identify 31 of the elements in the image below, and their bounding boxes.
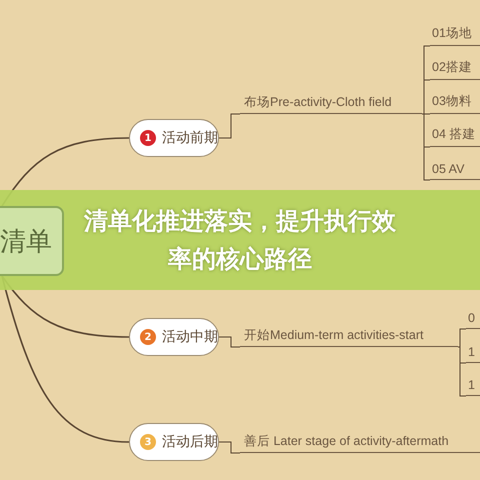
connector-line	[458, 328, 466, 348]
branch-topic	[240, 431, 480, 453]
connector-line	[218, 442, 240, 454]
phase-pill	[129, 318, 219, 356]
number-badge: 3	[140, 434, 156, 450]
number-badge: 1	[140, 130, 156, 146]
node-text: 02搭建	[432, 59, 472, 76]
root-node-box	[0, 206, 64, 276]
node-text: 04 搭建	[432, 126, 476, 143]
node-text: 1	[468, 345, 475, 359]
node-text: 1	[468, 378, 475, 392]
node-text: 活动后期	[162, 433, 218, 451]
connector-line	[218, 114, 240, 138]
phase-pill	[129, 423, 219, 461]
node-text: 活动前期	[162, 129, 218, 147]
node-text: 布场Pre-activity-Cloth field	[244, 94, 392, 111]
node-text: 0	[468, 311, 475, 325]
phase-pill	[129, 119, 219, 157]
node-text: 05 AV	[432, 162, 464, 176]
connector-line	[422, 114, 430, 180]
node-text: 活动中期	[162, 328, 218, 346]
node-text: 开始Medium-term activities-start	[244, 327, 424, 344]
number-badge: 2	[140, 329, 156, 345]
connector-line	[218, 336, 240, 348]
title-text: 清单化推进落实，提升执行效率的核心路径	[82, 206, 397, 275]
node-text: 03物料	[432, 93, 472, 110]
connector-line	[422, 80, 430, 114]
node-text: 善后 Later stage of activity-aftermath	[244, 433, 449, 450]
node-text: 清单	[0, 226, 52, 258]
connector-line	[458, 346, 466, 396]
node-text: 01场地	[432, 25, 472, 42]
